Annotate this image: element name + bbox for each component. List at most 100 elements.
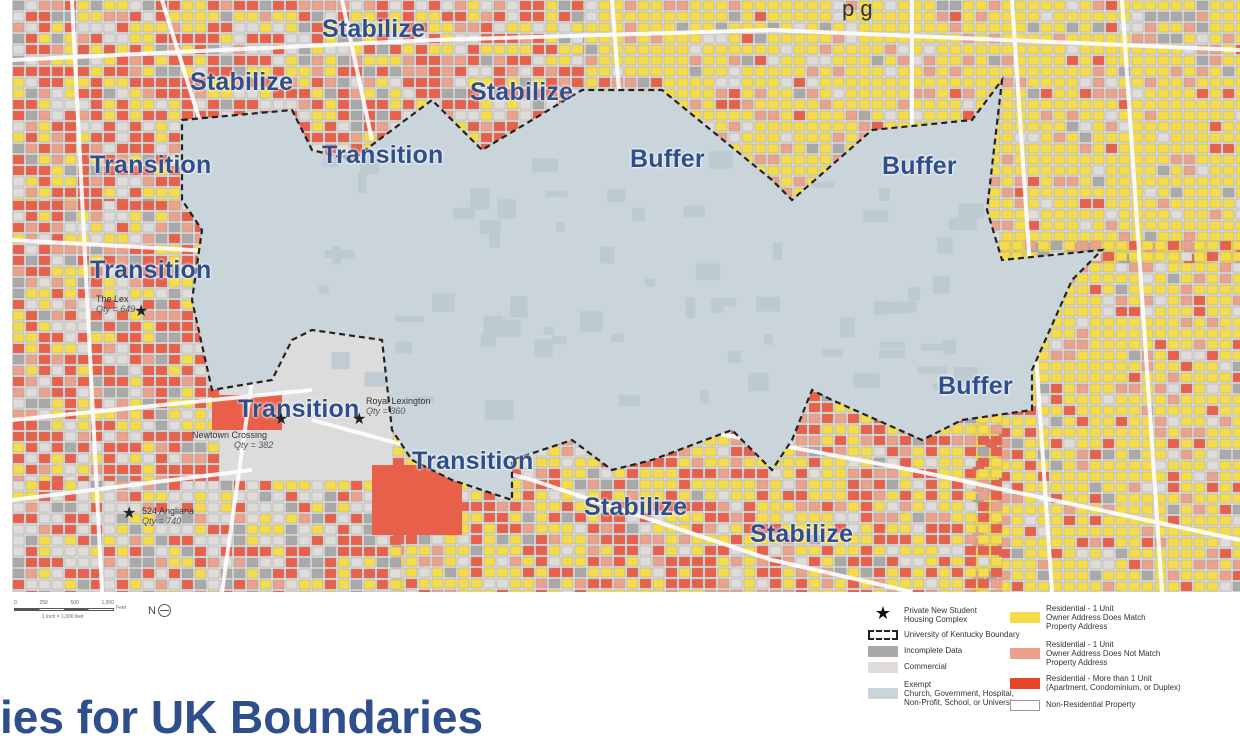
parcel — [1128, 460, 1141, 471]
parcel — [665, 567, 678, 578]
parcel — [834, 490, 847, 501]
parcel — [90, 143, 103, 154]
parcel — [964, 512, 977, 523]
parcel — [142, 154, 155, 165]
zoning-map[interactable]: Stabilize Stabilize Stabilize Stabilize … — [12, 0, 1240, 592]
complex-royal-lexington[interactable]: Royal Lexington Qty = 360 — [366, 396, 431, 416]
parcel — [25, 266, 38, 277]
parcel — [389, 99, 402, 110]
parcel — [51, 546, 64, 557]
parcel — [886, 479, 899, 490]
parcel — [1053, 143, 1066, 154]
parcel — [116, 524, 129, 535]
parcel — [51, 33, 64, 44]
parcel — [467, 121, 480, 132]
parcel — [350, 480, 363, 491]
parcel — [1027, 22, 1040, 33]
parcel — [155, 154, 168, 165]
parcel — [129, 110, 142, 121]
parcel — [1167, 460, 1180, 471]
parcel — [1144, 143, 1157, 154]
parcel — [639, 479, 652, 490]
parcel — [1154, 361, 1167, 372]
parcel — [1193, 306, 1206, 317]
parcel — [1063, 240, 1076, 251]
parcel — [665, 578, 678, 589]
parcel — [912, 589, 925, 592]
parcel — [1157, 121, 1170, 132]
parcel — [116, 535, 129, 546]
parcel — [949, 88, 962, 99]
parcel — [64, 277, 77, 288]
parcel — [988, 22, 1001, 33]
parcel — [1157, 110, 1170, 121]
parcel — [715, 99, 728, 110]
parcel — [756, 523, 769, 534]
parcel — [832, 11, 845, 22]
parcel — [12, 11, 25, 22]
parcel — [1089, 394, 1102, 405]
parcel — [1118, 187, 1131, 198]
complex-the-lex[interactable]: The Lex Qty = 649 — [96, 294, 135, 314]
parcel — [806, 110, 819, 121]
parcel — [311, 11, 324, 22]
parcel — [964, 490, 977, 501]
parcel — [1092, 198, 1105, 209]
parcel — [483, 567, 496, 578]
parcel — [741, 132, 754, 143]
parcel — [1180, 251, 1193, 262]
parcel — [1076, 548, 1089, 559]
parcel — [207, 431, 220, 442]
parcel — [1183, 55, 1196, 66]
parcel — [743, 534, 756, 545]
parcel — [639, 578, 652, 589]
parcel — [871, 11, 884, 22]
parcel — [1024, 526, 1037, 537]
parcel — [1076, 240, 1089, 251]
parcel — [1001, 198, 1014, 209]
parcel — [990, 468, 1003, 479]
parcel — [845, 121, 858, 132]
parcel — [1206, 537, 1219, 548]
parcel — [1193, 548, 1206, 559]
campus-building — [695, 263, 721, 281]
parcel — [298, 502, 311, 513]
parcel — [1076, 284, 1089, 295]
parcel — [639, 545, 652, 556]
complex-524-angliana[interactable]: 524 Angliana Qty = 740 — [142, 506, 194, 526]
parcel — [860, 424, 873, 435]
parcel — [51, 77, 64, 88]
parcel — [938, 589, 951, 592]
parcel — [780, 143, 793, 154]
parcel — [1011, 438, 1024, 449]
parcel — [64, 376, 77, 387]
parcel — [1170, 231, 1183, 242]
complex-newtown-crossing[interactable]: Newtown Crossing Qty = 382 — [192, 430, 273, 450]
parcel — [259, 99, 272, 110]
parcel — [103, 376, 116, 387]
parcel — [847, 512, 860, 523]
parcel — [116, 431, 129, 442]
parcel — [311, 132, 324, 143]
parcel — [1154, 383, 1167, 394]
parcel — [1235, 99, 1240, 110]
parcel — [509, 567, 522, 578]
parcel — [925, 501, 938, 512]
campus-building — [756, 296, 781, 312]
parcel — [1193, 361, 1206, 372]
parcel — [38, 187, 51, 198]
parcel — [116, 321, 129, 332]
parcel — [1053, 55, 1066, 66]
parcel — [1183, 99, 1196, 110]
parcel — [168, 502, 181, 513]
parcel — [64, 546, 77, 557]
parcel — [181, 535, 194, 546]
parcel — [884, 66, 897, 77]
parcel — [1092, 143, 1105, 154]
parcel — [702, 99, 715, 110]
parcel — [38, 143, 51, 154]
parcel — [1180, 471, 1193, 482]
parcel — [1050, 526, 1063, 537]
parcel — [741, 77, 754, 88]
parcel — [821, 457, 834, 468]
